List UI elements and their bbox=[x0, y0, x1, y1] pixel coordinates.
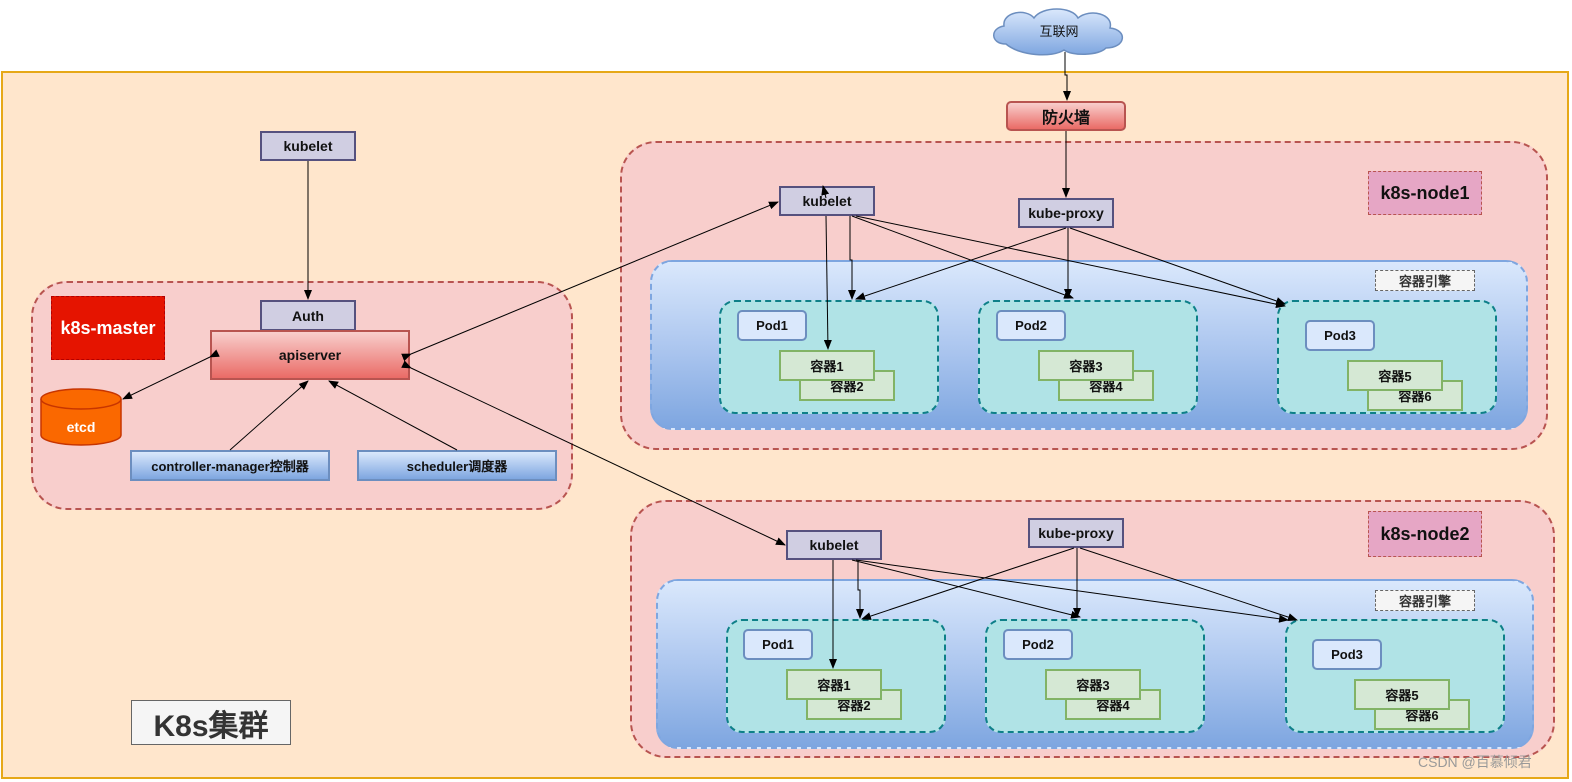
etcd-database-icon bbox=[40, 388, 122, 446]
node2-engine-label: 容器引擎 bbox=[1375, 590, 1475, 611]
node1-engine-label: 容器引擎 bbox=[1375, 270, 1475, 291]
node2-pod3-label: Pod3 bbox=[1312, 639, 1382, 670]
node2-kubelet-box: kubelet bbox=[786, 530, 882, 560]
node1-pod3-label: Pod3 bbox=[1305, 320, 1375, 351]
internet-label: 互联网 bbox=[1039, 23, 1079, 39]
node2-kube-proxy-box: kube-proxy bbox=[1028, 518, 1124, 548]
etcd-label: etcd bbox=[66, 419, 96, 435]
node2-container5: 容器5 bbox=[1354, 679, 1450, 710]
controller-manager-box: controller-manager控制器 bbox=[130, 450, 330, 481]
node1-container3: 容器3 bbox=[1038, 350, 1134, 381]
watermark: CSDN @百慕倾君 bbox=[1418, 754, 1532, 770]
node1-pod2-label: Pod2 bbox=[996, 310, 1066, 341]
master-label: k8s-master bbox=[51, 296, 165, 360]
firewall-box: 防火墙 bbox=[1006, 101, 1126, 131]
node2-label: k8s-node2 bbox=[1368, 511, 1482, 557]
node2-pod1-label: Pod1 bbox=[743, 629, 813, 660]
node1-container1: 容器1 bbox=[779, 350, 875, 381]
node1-label: k8s-node1 bbox=[1368, 171, 1482, 215]
node2-container3: 容器3 bbox=[1045, 669, 1141, 700]
master-kubelet-box: kubelet bbox=[260, 131, 356, 161]
node2-container1: 容器1 bbox=[786, 669, 882, 700]
internet-cloud-icon bbox=[993, 8, 1123, 56]
apiserver-box: apiserver bbox=[210, 330, 410, 380]
node2-pod2-label: Pod2 bbox=[1003, 629, 1073, 660]
node1-kube-proxy-box: kube-proxy bbox=[1018, 198, 1114, 228]
cluster-label: K8s集群 bbox=[131, 700, 291, 745]
node2-container6: 容器6 bbox=[1374, 699, 1470, 730]
node1-container5: 容器5 bbox=[1347, 360, 1443, 391]
